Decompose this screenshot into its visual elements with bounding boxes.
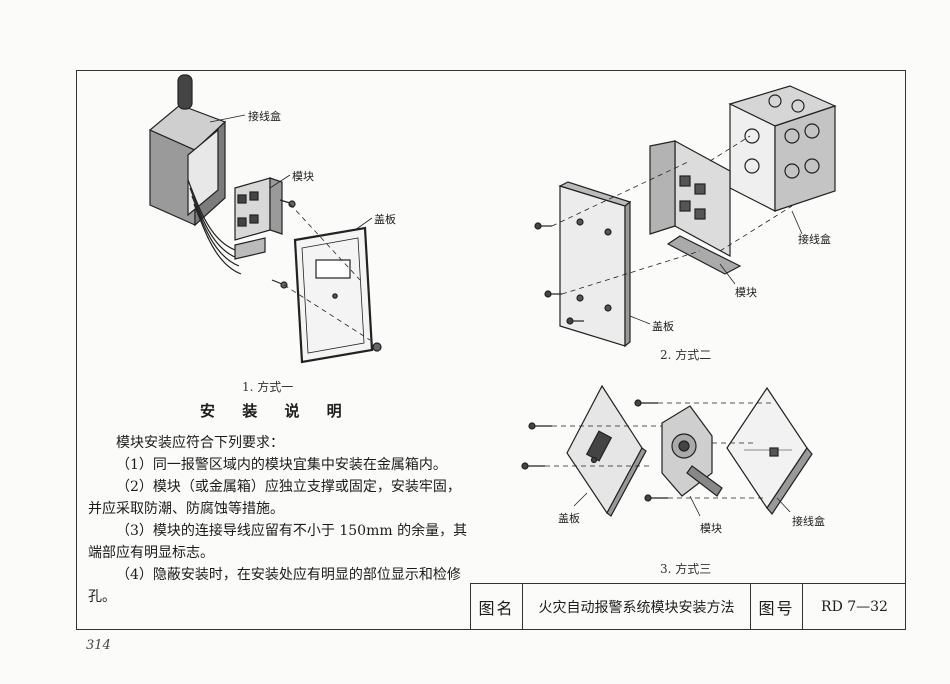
drawing-name-label: 图名 [471, 584, 523, 630]
method3-module-label: 模块 [700, 522, 722, 535]
method3-caption: 3. 方式三 [660, 562, 712, 576]
drawing-name: 火灾自动报警系统模块安装方法 [523, 584, 751, 630]
method1-cover-label: 盖板 [374, 213, 396, 226]
drawing-number-label: 图号 [751, 584, 803, 630]
instructions-intro: 模块安装应符合下列要求： [116, 435, 284, 451]
method1-junction-box-label: 接线盒 [248, 110, 281, 123]
method2-diagram [534, 85, 837, 348]
title-block: 图名 火灾自动报警系统模块安装方法 图号 RD 7—32 [470, 583, 906, 630]
instruction-item: （3）模块的连接导线应留有不小于 150mm 的余量，其端部应有明显标志。 [88, 523, 468, 561]
page-number: 314 [86, 638, 111, 653]
method2-caption: 2. 方式二 [660, 348, 712, 362]
method3-junction-box-label: 接线盒 [792, 515, 825, 528]
drawing-frame [76, 70, 906, 630]
method2-module-label: 模块 [735, 286, 757, 299]
method3-diagram [521, 384, 813, 517]
method1-caption: 1. 方式一 [242, 380, 294, 394]
method2-junction-box-label: 接线盒 [798, 233, 831, 246]
instruction-item: （2）模块（或金属箱）应独立支撑或固定，安装牢固，并应采取防潮、防腐蚀等措施。 [88, 479, 461, 517]
instruction-item: （1）同一报警区域内的模块宜集中安装在金属箱内。 [116, 457, 447, 473]
drawing-number: RD 7—32 [821, 599, 888, 615]
method1-module-label: 模块 [292, 170, 314, 183]
instructions-title: 安 装 说 明 [200, 402, 353, 420]
instruction-item: （4）隐蔽安装时，在安装处应有明显的部位显示和检修孔。 [88, 567, 461, 605]
method3-cover-label: 盖板 [558, 512, 580, 525]
method1-diagram [148, 74, 382, 364]
method2-cover-label: 盖板 [652, 320, 674, 333]
instructions-body: 模块安装应符合下列要求： （1）同一报警区域内的模块宜集中安装在金属箱内。 （2… [88, 432, 468, 608]
